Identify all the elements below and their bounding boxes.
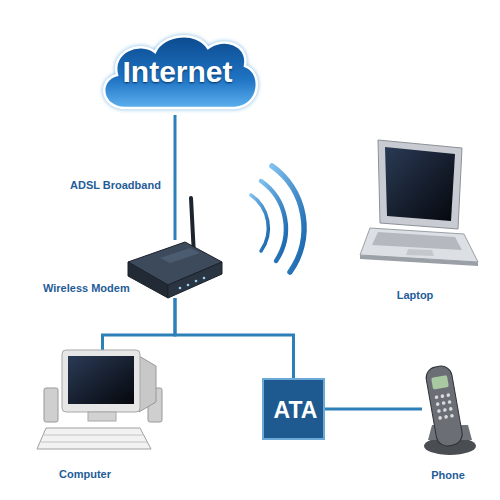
network-cable — [325, 408, 422, 411]
node-label: Wireless Modem — [43, 281, 130, 295]
network-cable — [103, 298, 176, 350]
key — [438, 416, 442, 420]
laptop-lid — [378, 140, 462, 229]
modem-side — [128, 262, 168, 298]
laptop-node: Laptop — [355, 135, 475, 305]
key — [446, 393, 450, 397]
modem-illustration — [128, 198, 222, 298]
computer-node: Computer — [35, 350, 170, 485]
key — [450, 414, 454, 418]
modem-led — [187, 284, 190, 287]
laptop-edge — [360, 255, 478, 266]
phone-handset — [424, 364, 463, 447]
key — [440, 394, 444, 398]
key — [444, 415, 448, 419]
key — [447, 400, 451, 404]
cloud-node: Internet — [95, 30, 260, 115]
wifi-waves — [251, 166, 304, 272]
keyboard — [37, 428, 151, 449]
network-cable — [174, 115, 177, 240]
node-label: Phone — [422, 468, 474, 482]
handset-display — [431, 375, 449, 390]
laptop-screen — [385, 147, 455, 221]
wifi-arc — [261, 181, 286, 261]
node-label: Internet — [95, 54, 260, 90]
phone-node: Phone — [422, 360, 474, 485]
modem-logo — [160, 248, 200, 263]
handset-keypad — [434, 393, 454, 420]
wifi-arc — [251, 195, 268, 251]
key — [434, 395, 438, 399]
key — [442, 401, 446, 405]
phone-illustration — [424, 364, 476, 455]
laptop-illustration — [360, 140, 478, 266]
modem-led — [195, 280, 198, 283]
key — [436, 402, 440, 406]
key — [437, 409, 441, 413]
modem-front — [168, 262, 222, 298]
modem-led — [179, 287, 182, 290]
laptop-keyboard — [372, 232, 462, 250]
keyboard-row — [41, 442, 147, 443]
wifi-arc — [272, 166, 304, 272]
node-label: Laptop — [355, 288, 475, 302]
modem-node: Wireless Modem — [125, 240, 225, 298]
monitor-screen — [68, 356, 134, 404]
handset-body — [424, 364, 463, 447]
computer-illustration — [37, 350, 162, 449]
monitor-back — [139, 356, 156, 412]
ata-box: ATA — [262, 378, 325, 440]
laptop-trackpad — [406, 249, 434, 256]
network-cable — [175, 298, 294, 378]
node-label: Computer — [35, 467, 135, 481]
keyboard-row — [44, 435, 144, 436]
key — [449, 407, 453, 411]
speaker — [44, 388, 58, 422]
modem-led — [203, 277, 206, 280]
monitor — [62, 350, 140, 412]
monitor-stand — [88, 412, 116, 421]
node-label: ATA — [264, 396, 327, 424]
connection-label: ADSL Broadband — [70, 178, 161, 192]
key — [443, 408, 447, 412]
